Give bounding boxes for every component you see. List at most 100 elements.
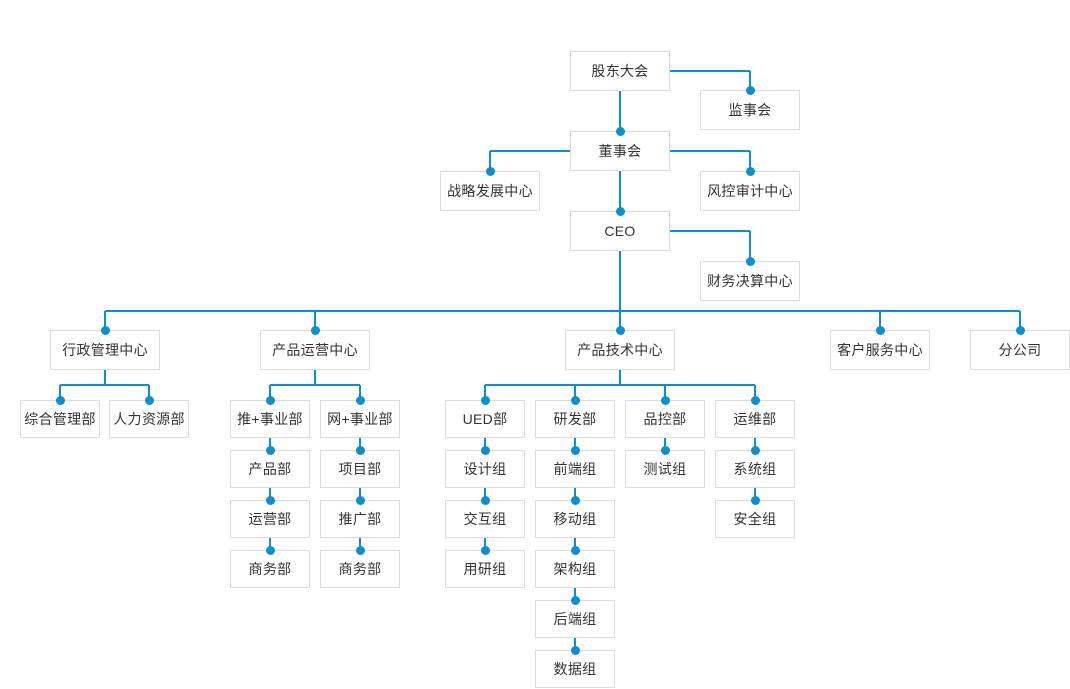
org-node[interactable]: 商务部 xyxy=(320,550,400,588)
connector-dot xyxy=(144,395,154,405)
org-node-label: 推广部 xyxy=(338,511,382,527)
connector-dot xyxy=(570,545,580,555)
connector-dot xyxy=(660,445,670,455)
connector-dot xyxy=(485,166,495,176)
org-node-label: 运营部 xyxy=(248,511,292,527)
org-node[interactable]: 人力资源部 xyxy=(109,400,189,438)
org-node-label: 用研组 xyxy=(463,561,507,577)
connector-dot xyxy=(570,395,580,405)
connector-dot xyxy=(570,595,580,605)
org-node-label: 行政管理中心 xyxy=(62,342,148,358)
org-node[interactable]: 移动组 xyxy=(535,500,615,538)
connector-dot xyxy=(745,256,755,266)
org-node[interactable]: 测试组 xyxy=(625,450,705,488)
org-node[interactable]: 产品运营中心 xyxy=(260,330,370,370)
org-node[interactable]: 监事会 xyxy=(700,90,800,130)
connector-dot xyxy=(55,395,65,405)
org-node-label: 分公司 xyxy=(998,342,1042,358)
org-node-label: 监事会 xyxy=(728,102,772,118)
org-node-label: 设计组 xyxy=(463,461,507,477)
org-node[interactable]: 推+事业部 xyxy=(230,400,310,438)
org-node-label: 研发部 xyxy=(553,411,597,427)
connector-dot xyxy=(660,395,670,405)
org-node[interactable]: 战略发展中心 xyxy=(440,171,540,211)
org-node[interactable]: 网+事业部 xyxy=(320,400,400,438)
org-node[interactable]: 财务决算中心 xyxy=(700,261,800,301)
org-node[interactable]: 项目部 xyxy=(320,450,400,488)
org-node-label: UED部 xyxy=(462,411,508,427)
org-node-label: 数据组 xyxy=(553,661,597,677)
connector-dot xyxy=(745,85,755,95)
org-node-label: 推+事业部 xyxy=(237,411,303,427)
connector-dot xyxy=(100,325,110,335)
connector-dot xyxy=(355,545,365,555)
connector-dot xyxy=(615,325,625,335)
org-node[interactable]: 综合管理部 xyxy=(20,400,100,438)
connector-dot xyxy=(355,495,365,505)
org-node[interactable]: 用研组 xyxy=(445,550,525,588)
org-node-label: 产品运营中心 xyxy=(272,342,358,358)
org-node[interactable]: 董事会 xyxy=(570,131,670,171)
org-node-label: 后端组 xyxy=(553,611,597,627)
connector-dot xyxy=(750,445,760,455)
org-node-label: 产品技术中心 xyxy=(577,342,663,358)
org-node[interactable]: 交互组 xyxy=(445,500,525,538)
org-node[interactable]: 品控部 xyxy=(625,400,705,438)
org-node[interactable]: 安全组 xyxy=(715,500,795,538)
org-node[interactable]: 前端组 xyxy=(535,450,615,488)
org-node[interactable]: 股东大会 xyxy=(570,51,670,91)
org-node-label: 交互组 xyxy=(463,511,507,527)
org-node[interactable]: CEO xyxy=(570,211,670,251)
connector-dot xyxy=(875,325,885,335)
org-node[interactable]: 设计组 xyxy=(445,450,525,488)
org-node[interactable]: 系统组 xyxy=(715,450,795,488)
connector-dot xyxy=(570,495,580,505)
org-node-label: 股东大会 xyxy=(591,63,649,79)
org-node-label: 品控部 xyxy=(643,411,687,427)
org-node-label: 架构组 xyxy=(553,561,597,577)
org-node[interactable]: 后端组 xyxy=(535,600,615,638)
connector-dot xyxy=(480,395,490,405)
org-node-label: 董事会 xyxy=(598,143,642,159)
connector-dot xyxy=(265,495,275,505)
connector-dot xyxy=(265,395,275,405)
connector-dot xyxy=(570,445,580,455)
org-node-label: 战略发展中心 xyxy=(447,183,533,199)
connector-dot xyxy=(570,645,580,655)
org-node-label: 移动组 xyxy=(553,511,597,527)
org-node[interactable]: 产品技术中心 xyxy=(565,330,675,370)
org-node-label: 产品部 xyxy=(248,461,292,477)
org-node[interactable]: 运维部 xyxy=(715,400,795,438)
org-node[interactable]: 推广部 xyxy=(320,500,400,538)
org-node[interactable]: 商务部 xyxy=(230,550,310,588)
org-node-label: 安全组 xyxy=(733,511,777,527)
org-node-label: 项目部 xyxy=(338,461,382,477)
connector-dot xyxy=(1015,325,1025,335)
org-node[interactable]: 行政管理中心 xyxy=(50,330,160,370)
org-node[interactable]: 分公司 xyxy=(970,330,1070,370)
org-node-label: 测试组 xyxy=(643,461,687,477)
connector-dot xyxy=(480,445,490,455)
org-node-label: 财务决算中心 xyxy=(707,273,793,289)
org-node-label: 人力资源部 xyxy=(113,411,185,427)
org-node-label: 综合管理部 xyxy=(24,411,96,427)
org-node[interactable]: 客户服务中心 xyxy=(830,330,930,370)
connector-dot xyxy=(480,545,490,555)
connector-dot xyxy=(265,545,275,555)
org-node[interactable]: 数据组 xyxy=(535,650,615,688)
connector-dot xyxy=(355,445,365,455)
org-node-label: 运维部 xyxy=(733,411,777,427)
org-node[interactable]: 架构组 xyxy=(535,550,615,588)
org-node[interactable]: 风控审计中心 xyxy=(700,171,800,211)
connector-dot xyxy=(355,395,365,405)
org-node[interactable]: 运营部 xyxy=(230,500,310,538)
connector-dot xyxy=(745,166,755,176)
org-node[interactable]: 产品部 xyxy=(230,450,310,488)
org-node[interactable]: UED部 xyxy=(445,400,525,438)
org-node-label: 商务部 xyxy=(338,561,382,577)
org-node-label: 网+事业部 xyxy=(327,411,393,427)
connector-dot xyxy=(615,206,625,216)
connector-dot xyxy=(265,445,275,455)
org-node[interactable]: 研发部 xyxy=(535,400,615,438)
